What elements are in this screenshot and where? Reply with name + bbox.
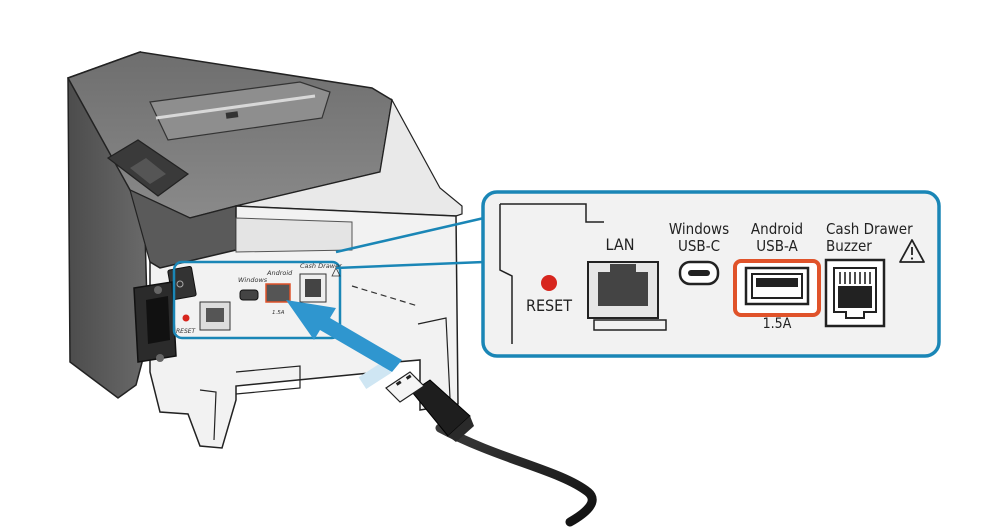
rear-windows-label: Windows [238, 276, 268, 284]
rear-port-cluster: RESET Windows Android 1.5A Cash Drawer [172, 260, 343, 340]
rear-android-current: 1.5A [272, 310, 285, 316]
rear-cashdrawer-label: Cash Drawer [300, 262, 343, 270]
android-current-label: 1.5A [763, 316, 792, 332]
insertion-arrow [286, 300, 402, 390]
callout-reset: RESET [526, 275, 572, 315]
cable-wire [435, 423, 597, 527]
warning-icon [899, 239, 925, 263]
windows-label-line1: Windows [669, 220, 729, 238]
windows-label-line2: USB-C [678, 237, 720, 255]
callout-lan: LAN [587, 235, 667, 331]
cashdrawer-label-line2: Buzzer [826, 237, 872, 255]
rear-android-label: Android [266, 269, 293, 277]
usb-a-cable [385, 371, 597, 527]
callout-leader-lines [335, 216, 485, 270]
printer-right-side [235, 98, 463, 217]
callout-usbc: Windows USB-C [669, 220, 729, 286]
rear-reset-label: RESET [176, 328, 197, 335]
cashdrawer-label-line1: Cash Drawer [826, 220, 913, 238]
reset-label: RESET [526, 296, 572, 315]
power-inlet [133, 281, 177, 363]
android-label-line2: USB-A [756, 237, 798, 255]
rear-usbc-port [239, 289, 259, 301]
callout-usba: Android USB-A 1.5A [733, 220, 821, 332]
rear-ports-highlight-box [172, 260, 342, 340]
rear-reset-led [182, 314, 190, 322]
connector-plug [385, 371, 425, 403]
port-callout-panel: RESET LAN Windows USB-C Android USB-A 1.… [481, 190, 941, 358]
lan-label: LAN [606, 235, 635, 254]
rear-usba-port [265, 283, 291, 303]
reset-led [541, 275, 557, 291]
android-label-line1: Android [751, 220, 803, 238]
callout-cashdrawer: Cash Drawer Buzzer [824, 220, 925, 328]
paper-slot [149, 81, 331, 141]
